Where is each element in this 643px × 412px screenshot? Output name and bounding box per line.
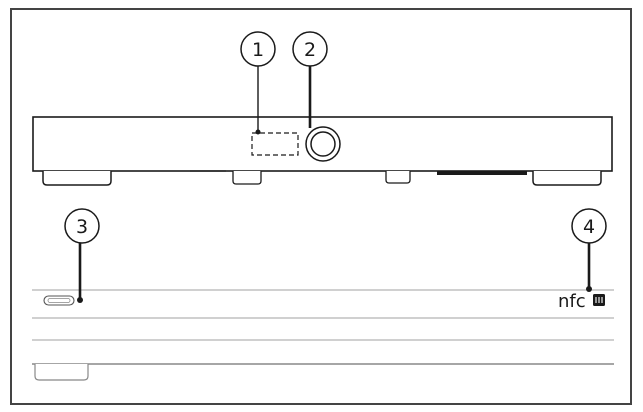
bottom-strip (437, 171, 527, 175)
callout-1-circle (240, 31, 276, 67)
callout-3: 3 (64, 208, 100, 303)
side-button-inner (47, 298, 71, 303)
nfc-label: nfc (558, 291, 586, 312)
callout-3-number: 3 (76, 216, 88, 238)
device-side-view (32, 289, 614, 381)
callout-4: 4 (571, 208, 607, 292)
side-button (43, 295, 75, 306)
center-tab-right (385, 171, 411, 184)
device-front-view (32, 116, 613, 186)
nfc-icon (593, 294, 605, 306)
nfc-mark: nfc (558, 291, 605, 312)
callout-1-number: 1 (252, 39, 264, 61)
left-foot (42, 171, 112, 186)
callout-1: 1 (240, 31, 276, 135)
callout-2: 2 (292, 31, 328, 128)
diagram-frame (10, 8, 632, 405)
callout-4-circle (571, 208, 607, 244)
callout-4-dot (586, 286, 592, 292)
callout-1-dot (255, 129, 261, 135)
sensor-area (251, 132, 299, 156)
callout-4-number: 4 (583, 216, 595, 238)
callout-3-circle (64, 208, 100, 244)
control-knob-inner (310, 131, 336, 157)
callout-2-number: 2 (304, 39, 316, 61)
callout-3-dot (77, 297, 83, 303)
side-foot (34, 364, 89, 381)
right-foot (532, 171, 602, 186)
center-tab-left (232, 171, 262, 185)
callout-2-circle (292, 31, 328, 67)
